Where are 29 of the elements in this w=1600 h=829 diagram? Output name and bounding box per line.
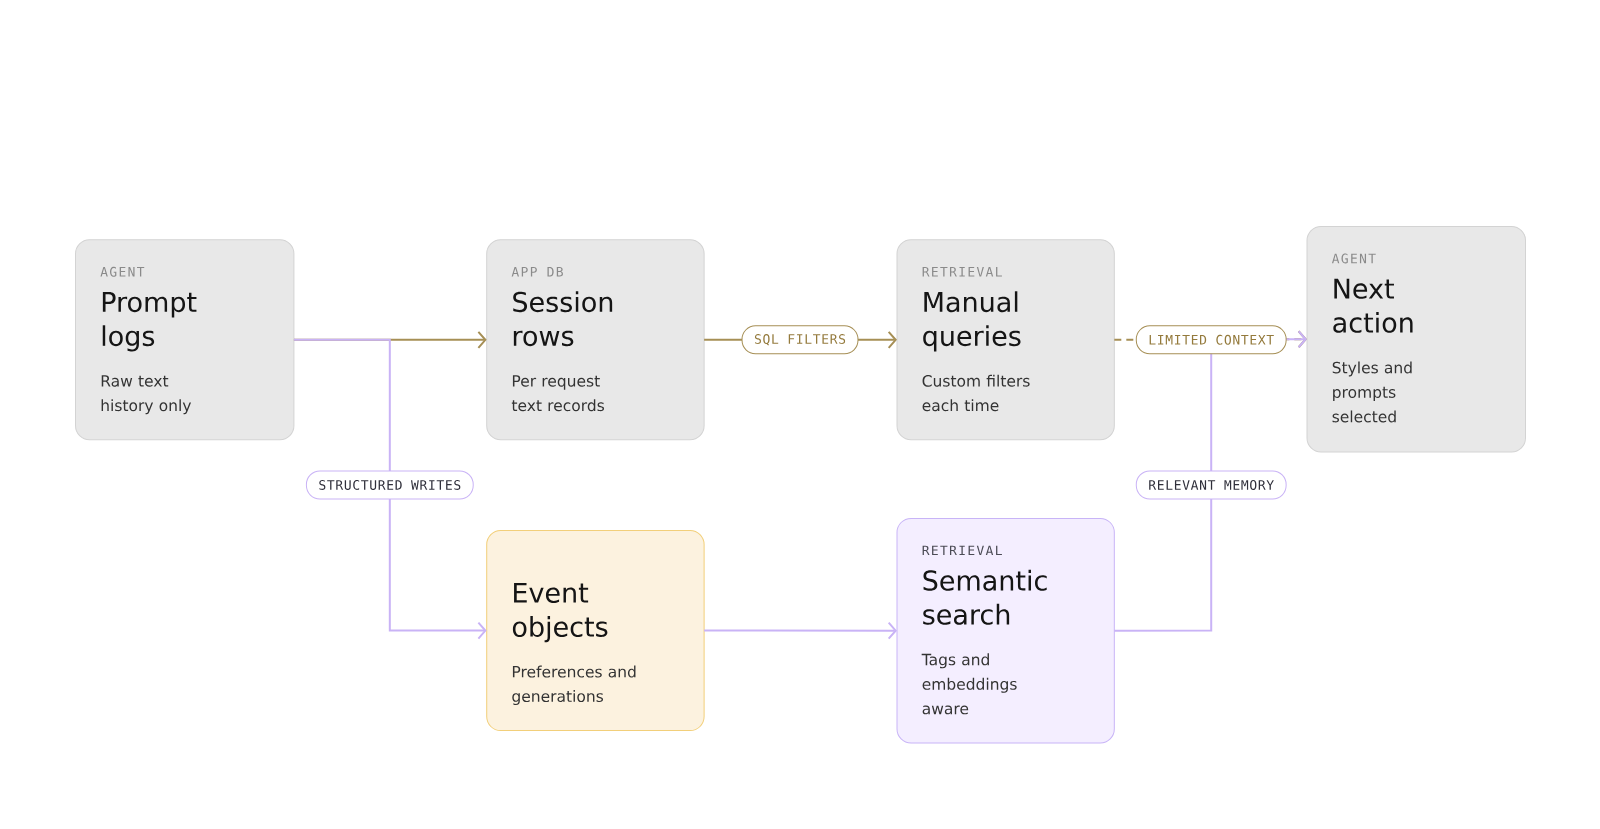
box-title: Event objects: [512, 582, 608, 643]
box-description: Tags and embeddings aware: [921, 653, 1017, 715]
box-description: Preferences and generations: [512, 665, 636, 706]
category-label: AGENT: [100, 266, 145, 277]
box-title: Semantic search: [923, 569, 1047, 625]
box-title: Session rows: [513, 291, 613, 347]
process-box: [896, 517, 1115, 744]
process-box: [896, 239, 1115, 441]
box-description: Styles and prompts selected: [1332, 361, 1412, 423]
connector-arrow: [703, 621, 897, 640]
box-title: Next action: [1333, 278, 1413, 333]
category-label: RETRIEVAL: [922, 267, 1002, 277]
box-description: Custom filters each time: [922, 374, 1030, 412]
box-description: Per request text records: [511, 375, 604, 412]
edge-label: STRUCTURED WRITES: [305, 470, 474, 500]
process-box: [486, 530, 705, 732]
edge-label: RELEVANT MEMORY: [1135, 470, 1287, 500]
category-label: APP DB: [511, 267, 563, 277]
box-title: Prompt logs: [102, 292, 197, 352]
box-title: Manual queries: [923, 291, 1021, 352]
process-box: [75, 239, 295, 441]
category-label: RETRIEVAL: [922, 545, 1002, 556]
edge-label: LIMITED CONTEXT: [1135, 325, 1287, 355]
process-box: [1306, 226, 1526, 453]
edge-label: SQL FILTERS: [741, 325, 859, 355]
process-box: [486, 239, 705, 441]
category-label: AGENT: [1331, 253, 1376, 264]
box-description: Raw text history only: [101, 375, 191, 415]
connector-arrow: [292, 338, 487, 640]
